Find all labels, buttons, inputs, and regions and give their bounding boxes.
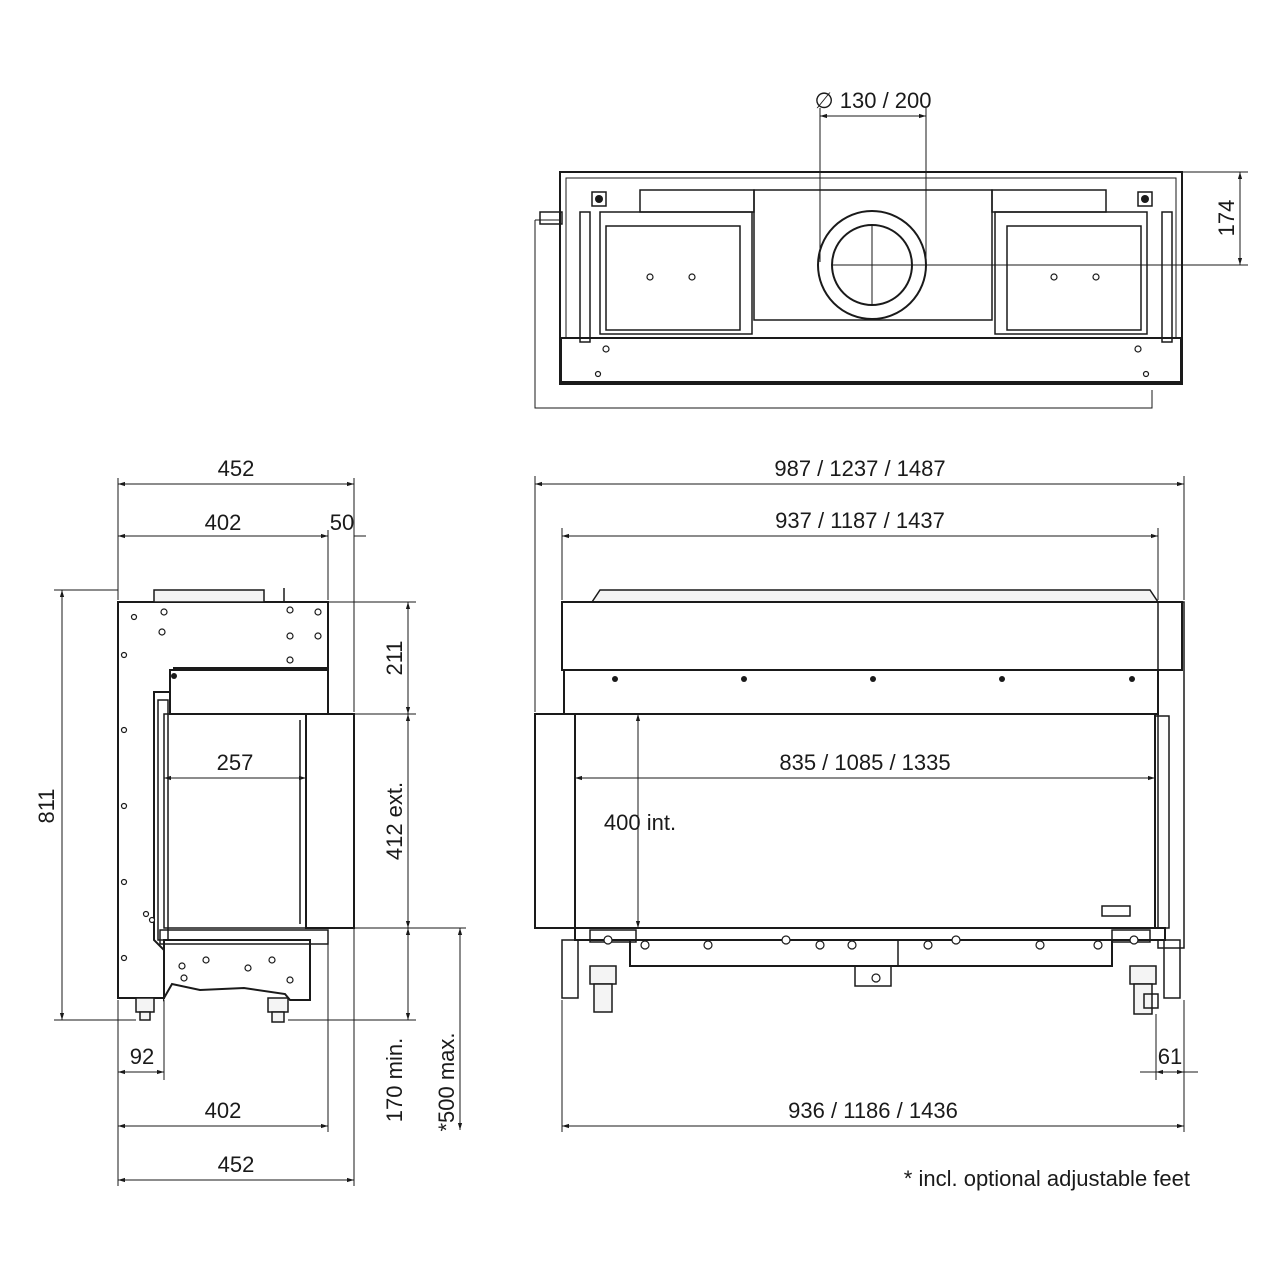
dim-side-width-inner-top: 402 bbox=[205, 510, 242, 535]
dim-front-int-height: 400 int. bbox=[604, 810, 676, 835]
dim-side-min-height: 170 min. bbox=[382, 1038, 407, 1122]
dim-side-width-outer-bottom: 452 bbox=[218, 1152, 255, 1177]
dim-side-width-inner-bottom: 402 bbox=[205, 1098, 242, 1123]
side-view: 452 402 50 257 811 211 412 ext. 170 min.… bbox=[34, 456, 466, 1186]
glass-frame bbox=[305, 713, 355, 929]
top-view: ∅ 130 / 200 174 bbox=[534, 88, 1248, 409]
dim-top-depth: 174 bbox=[1214, 200, 1239, 237]
dim-flue: ∅ 130 / 200 bbox=[814, 88, 931, 113]
dim-side-top-gap: 211 bbox=[382, 640, 407, 675]
dim-front-base-width: 936 / 1186 / 1436 bbox=[788, 1098, 958, 1123]
bolt-icon bbox=[591, 191, 1153, 378]
screw-icon bbox=[603, 676, 1139, 983]
dim-side-ext-height: 412 ext. bbox=[382, 782, 407, 860]
dim-front-glass-width: 835 / 1085 / 1335 bbox=[779, 750, 950, 775]
dim-front-width-inner: 937 / 1187 / 1437 bbox=[775, 508, 945, 533]
footnote: * incl. optional adjustable feet bbox=[904, 1166, 1190, 1191]
dim-side-height: 811 bbox=[34, 788, 59, 823]
dim-side-foot-offset: 92 bbox=[130, 1044, 154, 1069]
dim-side-frame: 50 bbox=[330, 510, 354, 535]
dim-front-foot-offset: 61 bbox=[1158, 1044, 1182, 1069]
glass-panel bbox=[574, 713, 1156, 929]
dim-side-width-outer-top: 452 bbox=[218, 456, 255, 481]
dim-opening-depth: 257 bbox=[217, 750, 254, 775]
screw-icon bbox=[120, 606, 322, 984]
front-view: 987 / 1237 / 1487 937 / 1187 / 1437 835 … bbox=[534, 456, 1198, 1132]
dim-front-width-outer: 987 / 1237 / 1487 bbox=[774, 456, 945, 481]
dim-side-max-height: *500 max. bbox=[434, 1032, 459, 1131]
